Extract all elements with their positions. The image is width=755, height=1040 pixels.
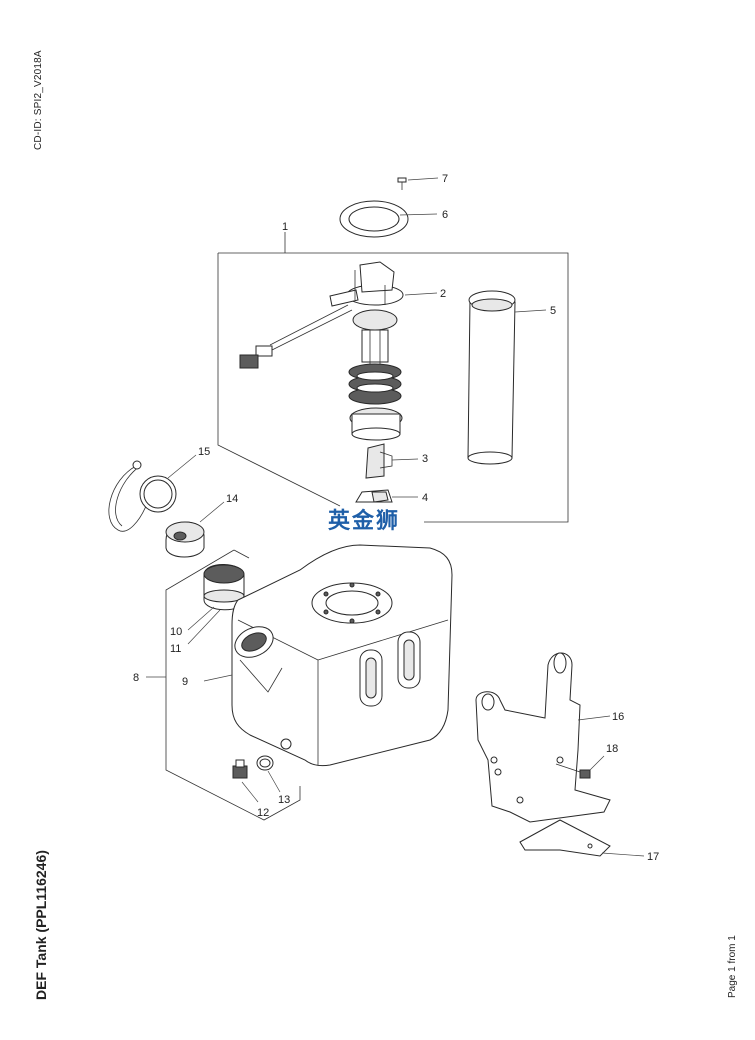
- tank-assembly-bracket-8: [146, 549, 301, 821]
- bolt-part-18: [555, 755, 605, 779]
- mounting-bracket-part-16: [475, 652, 611, 823]
- callout-5: 5: [550, 305, 556, 317]
- callout-8: 8: [133, 672, 139, 684]
- watermark-text: 英金狮: [328, 508, 400, 534]
- sender-unit-part-2: [239, 261, 438, 441]
- assembly-1-bracket: [218, 252, 569, 523]
- strap-part-15: [108, 454, 197, 532]
- drain-plug-part-12: [232, 759, 259, 803]
- washer-part-13: [256, 755, 281, 793]
- callout-15: 15: [198, 446, 210, 458]
- callout-7: 7: [442, 173, 448, 185]
- filter-sleeve-part-5: [467, 290, 547, 465]
- callout-10: 10: [170, 626, 182, 638]
- callout-3: 3: [422, 453, 428, 465]
- lock-ring-part-6: [339, 200, 438, 238]
- filler-cap-part-14: [165, 501, 225, 558]
- callout-14: 14: [226, 493, 238, 505]
- screw-part-7: [397, 177, 439, 190]
- callout-9: 9: [182, 676, 188, 688]
- callout-12: 12: [257, 807, 269, 819]
- callout-1: 1: [282, 221, 288, 233]
- callout-2: 2: [440, 288, 446, 300]
- seal-part-4: [355, 489, 418, 503]
- callout-16: 16: [612, 711, 624, 723]
- support-plate-part-17: [519, 819, 645, 857]
- filler-adapter-part-10: [187, 564, 245, 645]
- callout-13: 13: [278, 794, 290, 806]
- callout-17: 17: [647, 851, 659, 863]
- callout-18: 18: [606, 743, 618, 755]
- callout-4: 4: [422, 492, 428, 504]
- callout-6: 6: [442, 209, 448, 221]
- clip-part-3: [365, 443, 419, 479]
- def-tank-part-9: [203, 544, 453, 767]
- callout-11: 11: [170, 643, 181, 655]
